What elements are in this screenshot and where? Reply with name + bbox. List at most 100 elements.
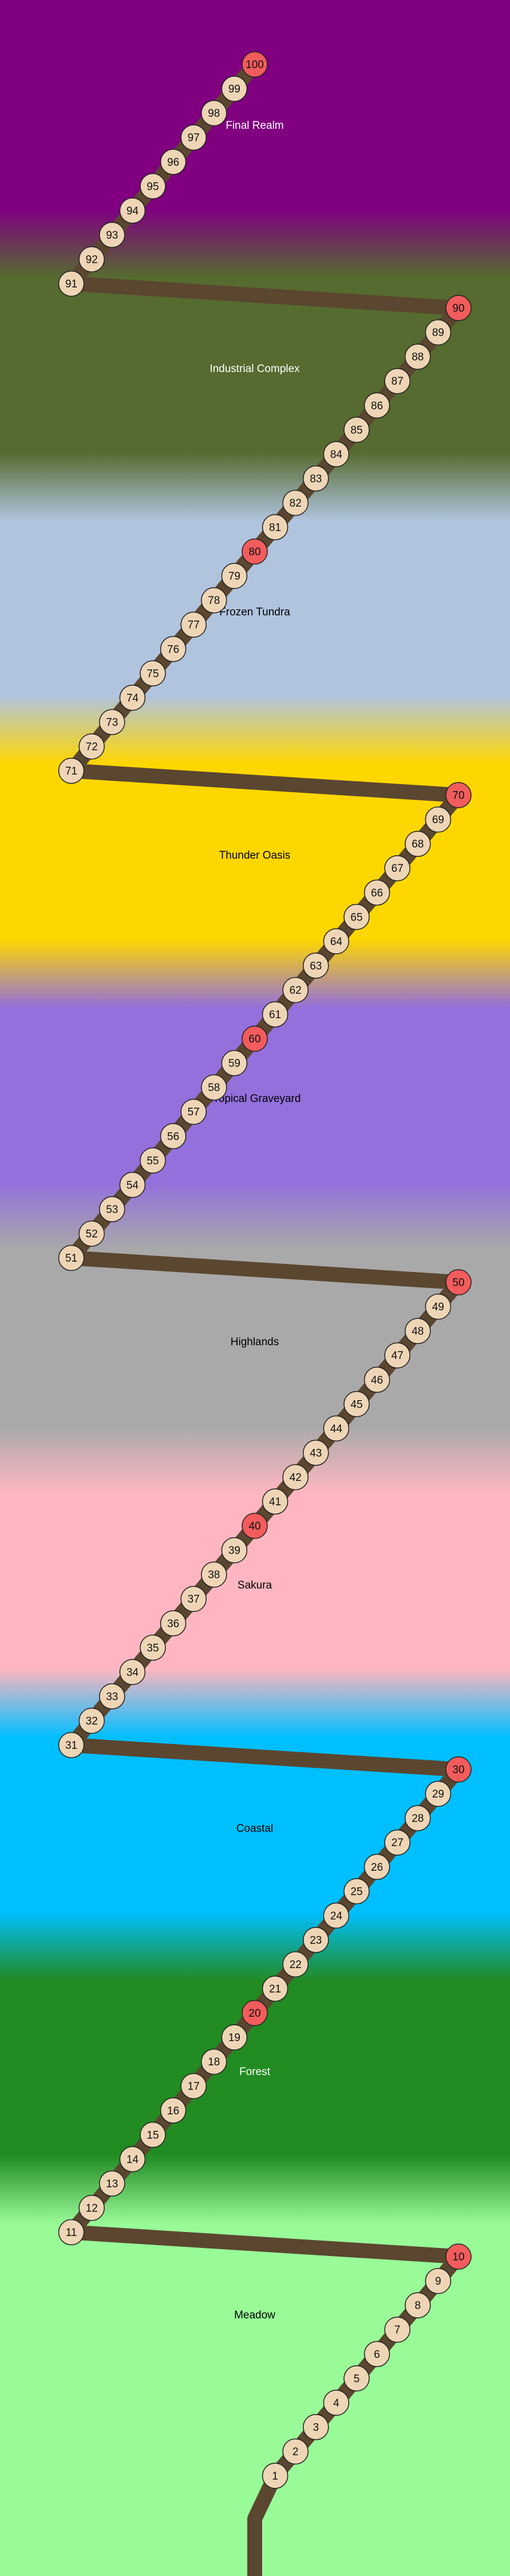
level-node-66[interactable]: 66 <box>363 879 390 906</box>
level-node-69[interactable]: 69 <box>425 806 452 833</box>
level-node-18[interactable]: 18 <box>201 2048 227 2075</box>
level-node-36[interactable]: 36 <box>160 1610 187 1637</box>
level-node-7[interactable]: 7 <box>384 2316 410 2343</box>
level-node-94[interactable]: 94 <box>119 197 146 224</box>
level-node-95[interactable]: 95 <box>140 173 166 200</box>
level-node-31[interactable]: 31 <box>58 1732 85 1759</box>
level-node-79[interactable]: 79 <box>221 563 248 589</box>
level-node-9[interactable]: 9 <box>425 2267 452 2294</box>
level-node-93[interactable]: 93 <box>99 222 125 248</box>
level-node-21[interactable]: 21 <box>262 1976 288 2002</box>
level-node-98[interactable]: 98 <box>201 100 227 127</box>
level-node-35[interactable]: 35 <box>140 1634 166 1661</box>
level-node-37[interactable]: 37 <box>180 1586 207 1612</box>
level-node-33[interactable]: 33 <box>99 1683 125 1710</box>
level-node-milestone-100[interactable]: 100 <box>242 51 268 78</box>
level-node-99[interactable]: 99 <box>221 76 248 102</box>
level-node-41[interactable]: 41 <box>262 1488 288 1515</box>
level-node-4[interactable]: 4 <box>323 2389 350 2416</box>
level-node-19[interactable]: 19 <box>221 2024 248 2050</box>
level-node-96[interactable]: 96 <box>160 149 187 175</box>
level-node-milestone-50[interactable]: 50 <box>445 1269 472 1295</box>
level-node-64[interactable]: 64 <box>323 928 350 955</box>
level-node-47[interactable]: 47 <box>384 1342 410 1369</box>
level-node-54[interactable]: 54 <box>119 1172 146 1198</box>
level-node-74[interactable]: 74 <box>119 685 146 711</box>
level-node-15[interactable]: 15 <box>140 2121 166 2148</box>
level-node-52[interactable]: 52 <box>78 1220 105 1247</box>
level-node-3[interactable]: 3 <box>303 2414 329 2440</box>
level-node-76[interactable]: 76 <box>160 636 187 662</box>
level-node-milestone-70[interactable]: 70 <box>445 782 472 808</box>
level-node-46[interactable]: 46 <box>363 1366 390 1393</box>
level-node-22[interactable]: 22 <box>282 1951 309 1978</box>
level-node-55[interactable]: 55 <box>140 1147 166 1174</box>
level-node-23[interactable]: 23 <box>303 1927 329 1953</box>
level-node-68[interactable]: 68 <box>405 831 431 857</box>
level-node-12[interactable]: 12 <box>78 2195 105 2221</box>
level-node-57[interactable]: 57 <box>180 1099 207 1125</box>
level-node-73[interactable]: 73 <box>99 709 125 736</box>
level-node-27[interactable]: 27 <box>384 1829 410 1856</box>
level-node-67[interactable]: 67 <box>384 855 410 882</box>
level-node-91[interactable]: 91 <box>58 270 85 297</box>
level-node-45[interactable]: 45 <box>343 1391 370 1417</box>
level-node-63[interactable]: 63 <box>303 953 329 979</box>
level-node-28[interactable]: 28 <box>405 1805 431 1831</box>
level-node-milestone-30[interactable]: 30 <box>445 1756 472 1783</box>
level-node-milestone-80[interactable]: 80 <box>242 538 268 565</box>
level-node-milestone-40[interactable]: 40 <box>242 1512 268 1539</box>
level-node-32[interactable]: 32 <box>78 1708 105 1734</box>
level-node-51[interactable]: 51 <box>58 1244 85 1271</box>
level-node-92[interactable]: 92 <box>78 246 105 272</box>
level-node-44[interactable]: 44 <box>323 1415 350 1442</box>
level-node-86[interactable]: 86 <box>363 392 390 418</box>
level-node-11[interactable]: 11 <box>58 2219 85 2246</box>
level-node-72[interactable]: 72 <box>78 733 105 760</box>
level-node-89[interactable]: 89 <box>425 319 452 346</box>
level-node-85[interactable]: 85 <box>343 417 370 443</box>
level-node-87[interactable]: 87 <box>384 368 410 394</box>
level-node-97[interactable]: 97 <box>180 124 207 151</box>
level-node-53[interactable]: 53 <box>99 1196 125 1223</box>
level-node-83[interactable]: 83 <box>303 465 329 492</box>
level-node-14[interactable]: 14 <box>119 2146 146 2172</box>
level-node-24[interactable]: 24 <box>323 1902 350 1929</box>
level-node-42[interactable]: 42 <box>282 1464 309 1491</box>
level-node-26[interactable]: 26 <box>363 1854 390 1880</box>
level-node-71[interactable]: 71 <box>58 757 85 784</box>
level-node-62[interactable]: 62 <box>282 977 309 1003</box>
level-node-48[interactable]: 48 <box>405 1318 431 1344</box>
level-node-29[interactable]: 29 <box>425 1780 452 1807</box>
level-node-81[interactable]: 81 <box>262 514 288 540</box>
level-node-43[interactable]: 43 <box>303 1440 329 1466</box>
level-node-milestone-20[interactable]: 20 <box>242 2000 268 2026</box>
level-node-88[interactable]: 88 <box>405 343 431 370</box>
level-node-39[interactable]: 39 <box>221 1537 248 1563</box>
level-node-5[interactable]: 5 <box>343 2365 370 2392</box>
level-node-61[interactable]: 61 <box>262 1001 288 1028</box>
level-node-17[interactable]: 17 <box>180 2073 207 2099</box>
level-node-milestone-60[interactable]: 60 <box>242 1025 268 1052</box>
level-node-56[interactable]: 56 <box>160 1123 187 1149</box>
level-node-milestone-10[interactable]: 10 <box>445 2243 472 2270</box>
level-node-13[interactable]: 13 <box>99 2170 125 2197</box>
level-node-milestone-90[interactable]: 90 <box>445 295 472 321</box>
level-node-1[interactable]: 1 <box>262 2463 288 2489</box>
level-node-75[interactable]: 75 <box>140 660 166 687</box>
level-node-58[interactable]: 58 <box>201 1074 227 1101</box>
level-node-25[interactable]: 25 <box>343 1878 370 1905</box>
level-node-8[interactable]: 8 <box>405 2292 431 2318</box>
level-node-59[interactable]: 59 <box>221 1050 248 1076</box>
level-node-65[interactable]: 65 <box>343 904 370 930</box>
level-node-16[interactable]: 16 <box>160 2097 187 2124</box>
level-node-77[interactable]: 77 <box>180 611 207 638</box>
level-node-38[interactable]: 38 <box>201 1561 227 1588</box>
level-node-49[interactable]: 49 <box>425 1293 452 1320</box>
level-node-82[interactable]: 82 <box>282 489 309 516</box>
level-node-2[interactable]: 2 <box>282 2438 309 2465</box>
level-node-34[interactable]: 34 <box>119 1659 146 1685</box>
level-node-78[interactable]: 78 <box>201 587 227 614</box>
level-node-6[interactable]: 6 <box>363 2341 390 2367</box>
level-node-84[interactable]: 84 <box>323 441 350 468</box>
